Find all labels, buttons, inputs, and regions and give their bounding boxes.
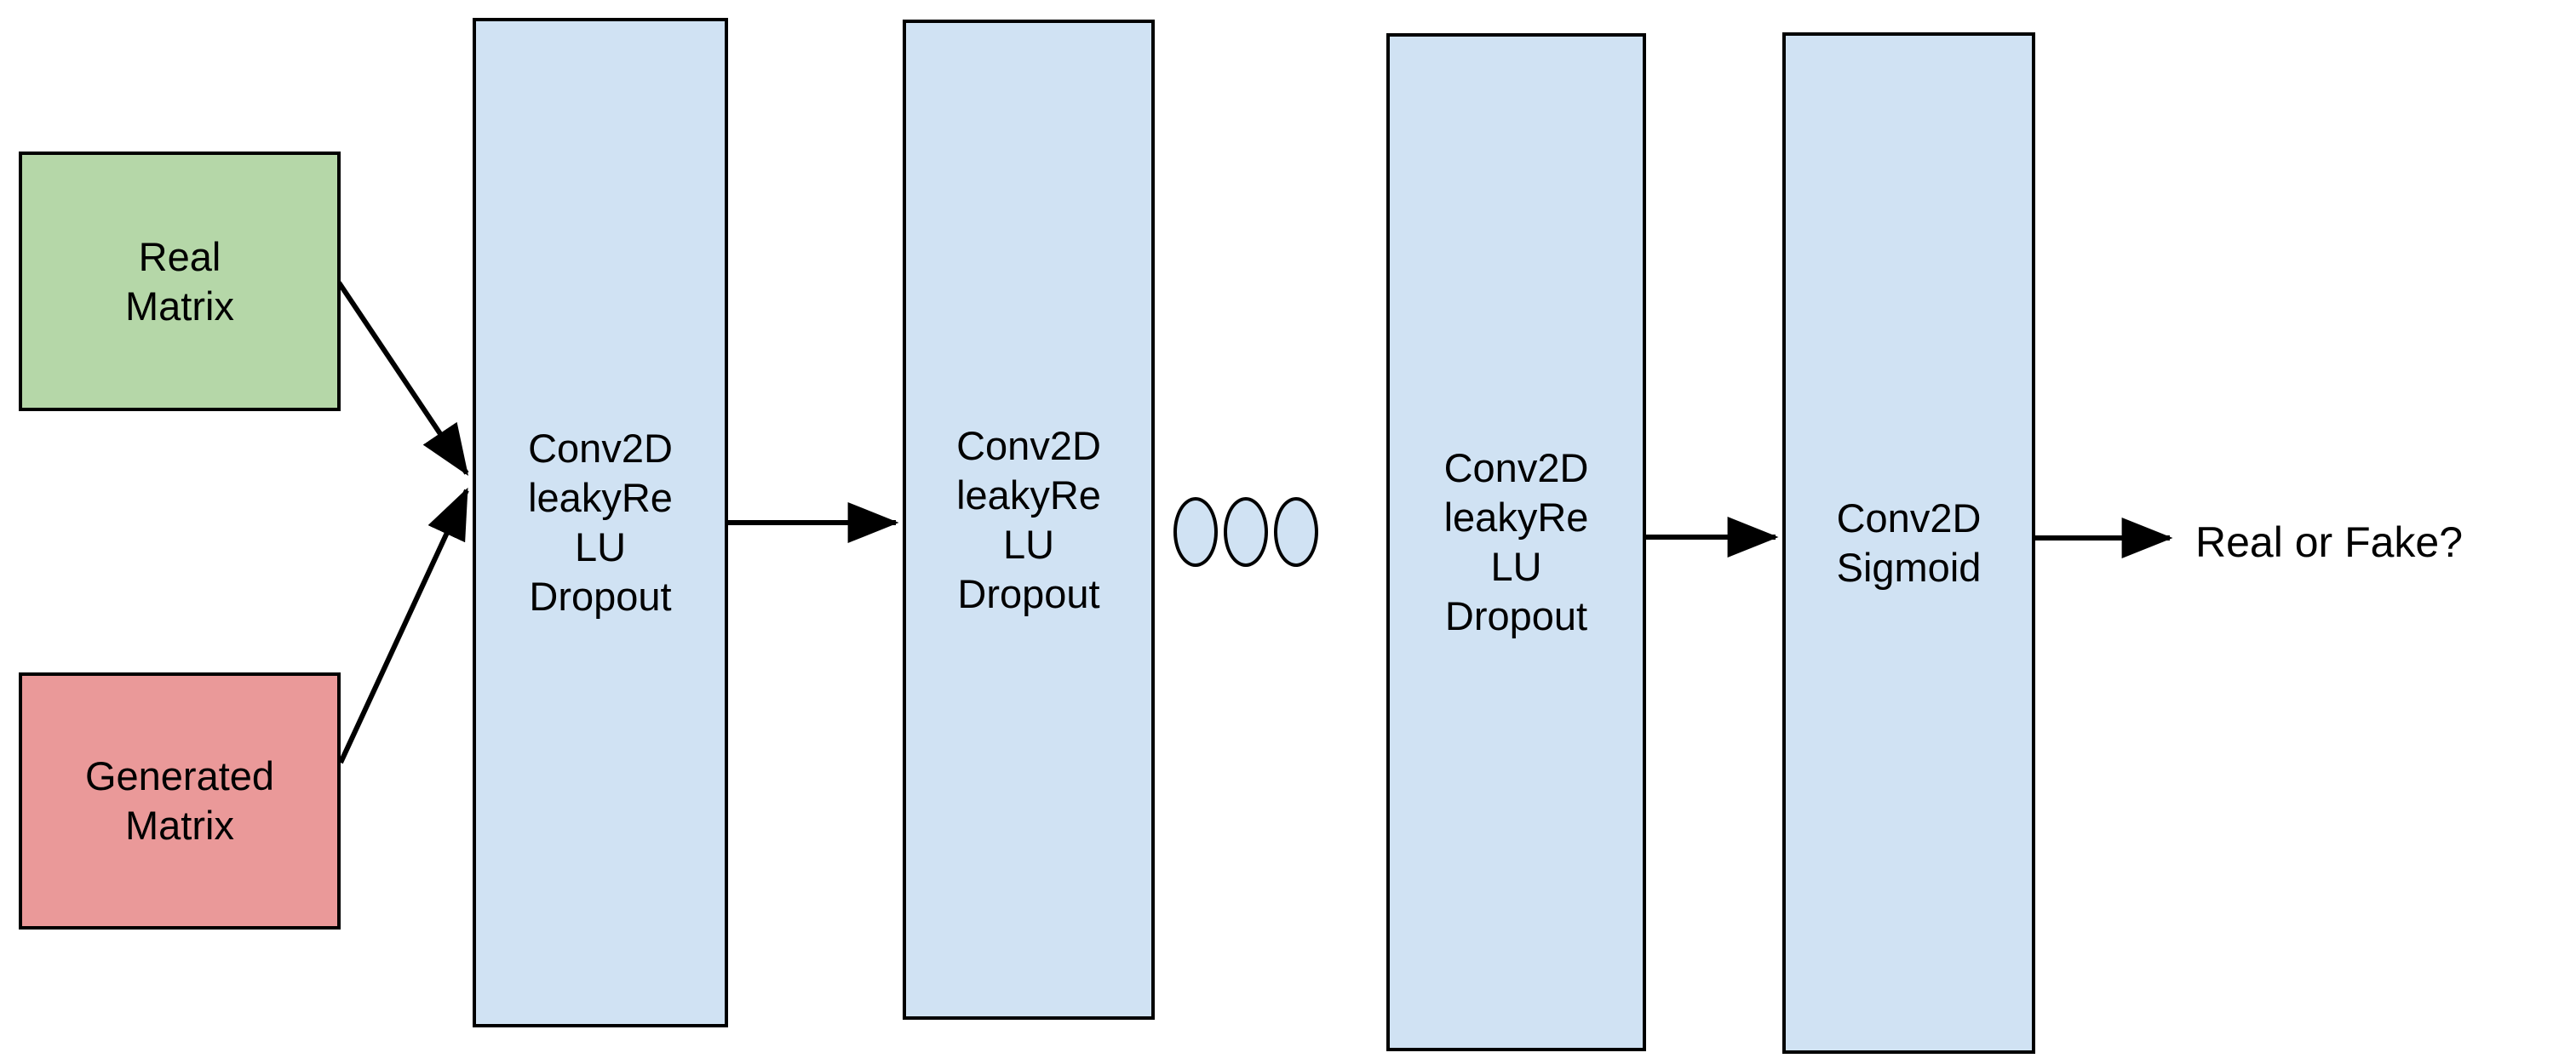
node-real-matrix-label: Real Matrix [125, 233, 234, 329]
edge-real-to-conv1 [336, 281, 469, 476]
output-label: Real or Fake? [2195, 518, 2464, 566]
node-conv-block-3[interactable]: Conv2D leakyRe LU Dropout [1386, 33, 1646, 1051]
node-conv-block-sigmoid-label: Conv2D Sigmoid [1836, 495, 1982, 590]
node-generated-matrix-label: Generated Matrix [84, 753, 275, 848]
ellipsis-dot-icon [1274, 497, 1318, 567]
node-conv-block-sigmoid[interactable]: Conv2D Sigmoid [1782, 32, 2035, 1054]
node-conv-block-2[interactable]: Conv2D leakyRe LU Dropout [903, 20, 1155, 1020]
node-conv-block-3-label: Conv2D leakyRe LU Dropout [1443, 445, 1589, 638]
node-real-matrix[interactable]: Real Matrix [19, 152, 341, 411]
node-conv-block-1-label: Conv2D leakyRe LU Dropout [528, 426, 673, 619]
ellipsis-dot-icon [1224, 497, 1268, 567]
ellipsis-dot-icon [1173, 497, 1218, 567]
edge-generated-to-conv1 [338, 487, 469, 764]
node-conv-block-2-label: Conv2D leakyRe LU Dropout [956, 422, 1101, 616]
node-conv-block-1[interactable]: Conv2D leakyRe LU Dropout [473, 18, 728, 1027]
node-generated-matrix[interactable]: Generated Matrix [19, 672, 341, 930]
